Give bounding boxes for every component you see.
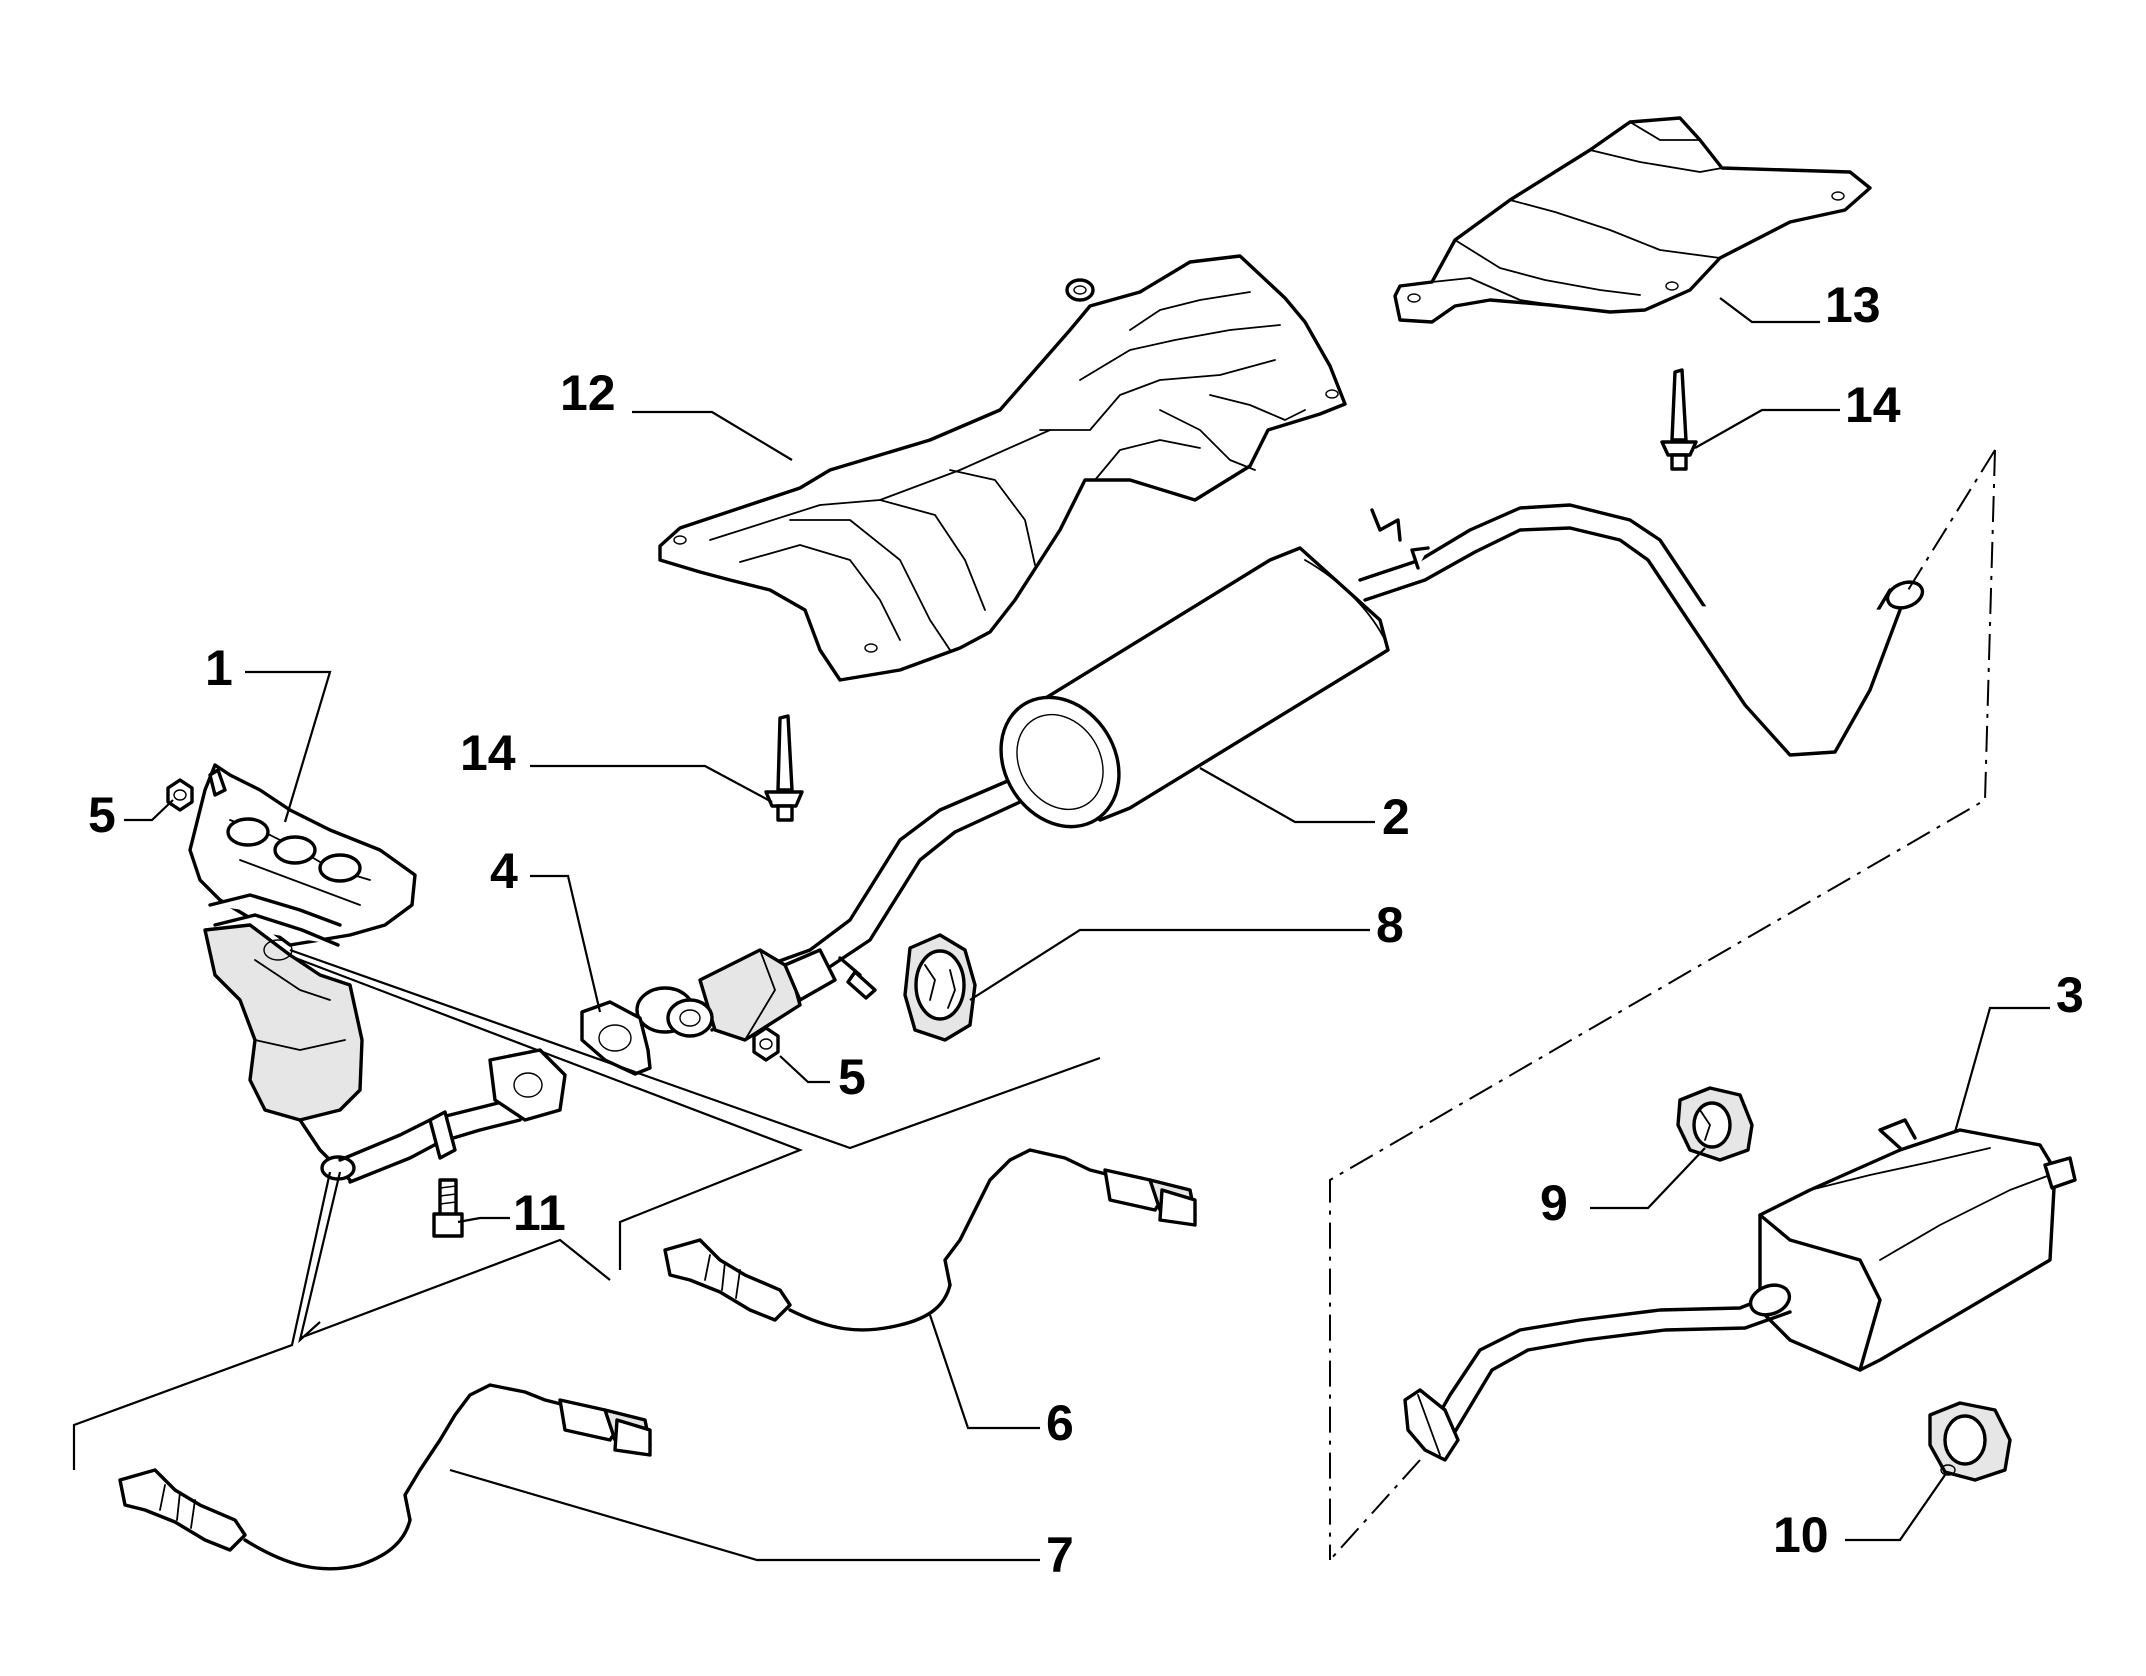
rear-hanger-lower (1928, 1401, 2012, 1482)
rubber-hanger (903, 933, 977, 1042)
oxygen-sensor-upstream (118, 1383, 652, 1571)
leader-14b (530, 764, 773, 803)
callout-5-upper: 5 (88, 787, 116, 843)
leader-5a (124, 799, 174, 822)
leader-12 (632, 410, 793, 461)
leader-13 (1719, 297, 1820, 324)
leader-14a (1694, 408, 1840, 449)
rear-silencer (1403, 1118, 2077, 1462)
heat-shield-front (658, 254, 1347, 682)
manifold-catalytic-converter (188, 763, 417, 1182)
tailpipe-dash-line (1329, 1459, 1421, 1561)
callout-labels: 1 2 3 4 5 5 6 7 8 9 10 11 12 13 14 14 (88, 277, 2084, 1583)
callout-12: 12 (560, 365, 616, 421)
callout-1: 1 (205, 640, 233, 696)
leader-3 (1953, 1006, 2050, 1133)
heat-shield-rear (1393, 116, 1872, 324)
leader-1 (245, 670, 332, 823)
leader-5b (779, 1055, 830, 1084)
leader-11 (457, 1216, 510, 1224)
callout-2: 2 (1382, 789, 1410, 845)
callout-6: 6 (1046, 1395, 1074, 1451)
flange-gasket (580, 1000, 652, 1076)
callout-7: 7 (1046, 1527, 1074, 1583)
leader-6 (928, 1314, 1040, 1430)
intermediate-pipe-with-muffler (635, 503, 1925, 1042)
callout-8: 8 (1376, 897, 1404, 953)
rear-hanger-upper (1676, 1086, 1754, 1162)
assembly-line-converter (289, 948, 1101, 1150)
bolt (432, 1178, 464, 1238)
callout-14-lower: 14 (460, 725, 516, 781)
tailpipe-dash-line-upper (1904, 449, 1996, 596)
push-pin-lower (764, 714, 804, 822)
callout-5-lower: 5 (838, 1049, 866, 1105)
callout-11: 11 (513, 1185, 566, 1241)
leader-2 (1199, 767, 1375, 824)
callout-4: 4 (490, 843, 518, 899)
front-pipe-flange (338, 1048, 567, 1184)
oxygen-sensor-downstream (663, 1148, 1197, 1332)
assembly-line-converter-2 (289, 954, 804, 1270)
assembly-line-sensor6 (299, 1238, 611, 1340)
sensor-assembly-line-upstream (298, 1171, 342, 1344)
leader-8 (969, 928, 1370, 1001)
sensor-assembly-line-downstream (72, 1171, 332, 1470)
leader-lines (72, 297, 2050, 1562)
callout-3: 3 (2056, 967, 2084, 1023)
nut-upper (166, 778, 194, 812)
callout-14-upper: 14 (1845, 377, 1901, 433)
callout-10: 10 (1773, 1507, 1829, 1563)
leader-9 (1590, 1147, 1706, 1210)
nut-lower (752, 1026, 780, 1062)
leader-10 (1845, 1474, 1946, 1542)
push-pin-upper (1660, 368, 1698, 471)
leader-7 (449, 1468, 1040, 1562)
callout-9: 9 (1540, 1175, 1568, 1231)
leader-4 (530, 874, 602, 1013)
rear-assembly-dash-boundary (1329, 449, 1996, 1560)
callout-13: 13 (1825, 277, 1881, 333)
